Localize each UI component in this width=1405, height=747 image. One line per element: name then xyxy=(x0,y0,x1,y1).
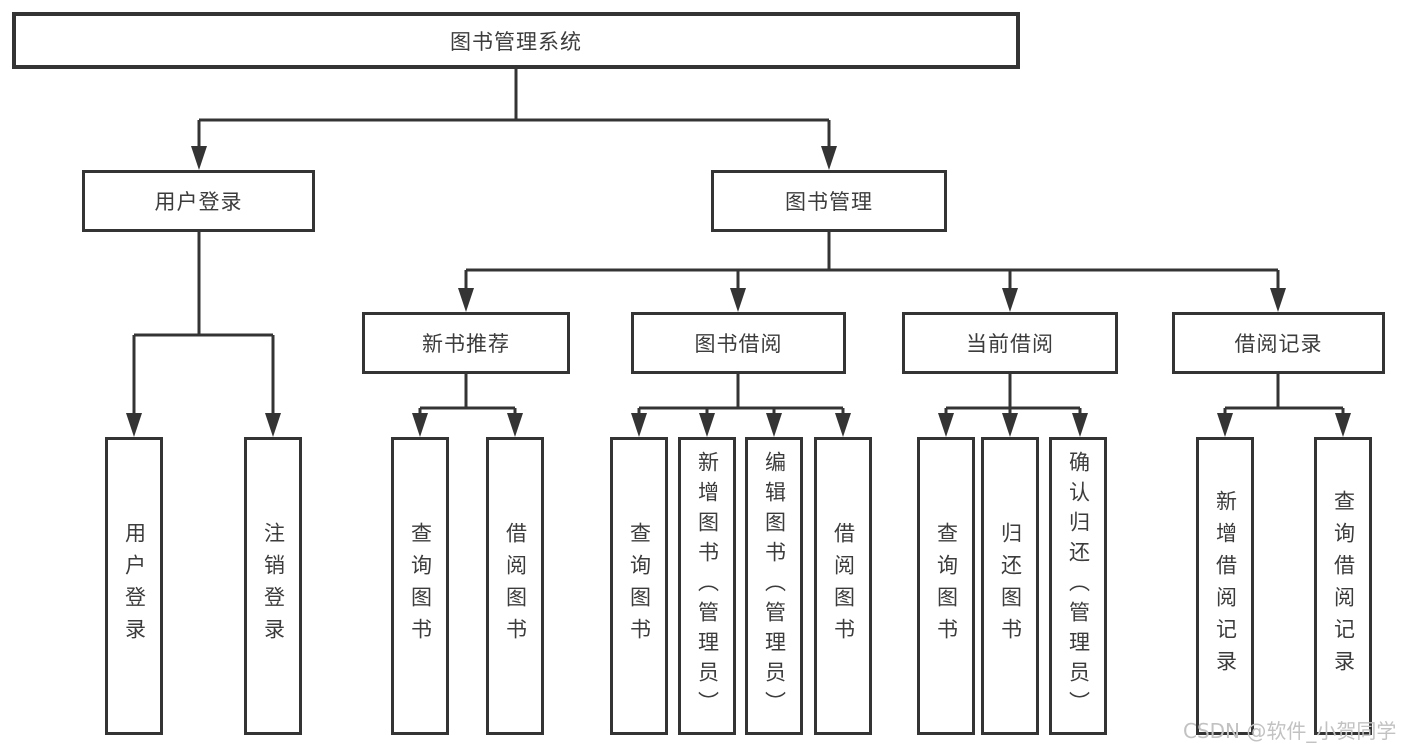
borrow-record-label: 借阅记录 xyxy=(1234,332,1323,356)
leaf-borrow-borrow-books-label: 借阅图书 xyxy=(831,522,856,650)
leaf-record-query-borrow-record-label: 查询借阅记录 xyxy=(1331,490,1356,682)
leaf-user-login-label: 用户登录 xyxy=(122,522,147,650)
root-node-library-management-system: 图书管理系统 xyxy=(12,12,1020,69)
leaf-recommend-borrow-books: 借阅图书 xyxy=(486,437,544,735)
leaf-borrow-edit-books-admin: 编辑图书（管理员） xyxy=(745,437,803,735)
current-borrow-node: 当前借阅 xyxy=(902,312,1118,374)
root-node-label: 图书管理系统 xyxy=(450,29,582,54)
book-management-node: 图书管理 xyxy=(711,170,947,232)
book-management-node-label: 图书管理 xyxy=(785,190,873,214)
leaf-user-login: 用户登录 xyxy=(105,437,163,735)
leaf-logout-login: 注销登录 xyxy=(244,437,302,735)
borrow-record-node: 借阅记录 xyxy=(1172,312,1385,374)
user-login-node-label: 用户登录 xyxy=(154,190,243,214)
leaf-recommend-query-books: 查询图书 xyxy=(391,437,449,735)
leaf-current-return-books: 归还图书 xyxy=(981,437,1039,735)
new-book-recommend-label: 新书推荐 xyxy=(422,332,510,356)
leaf-borrow-add-books-admin: 新增图书（管理员） xyxy=(678,437,736,735)
book-borrow-label: 图书借阅 xyxy=(694,332,783,356)
leaf-borrow-query-books-label: 查询图书 xyxy=(627,522,652,650)
leaf-current-confirm-return-admin: 确认归还（管理员） xyxy=(1049,437,1107,735)
leaf-record-query-borrow-record: 查询借阅记录 xyxy=(1314,437,1372,735)
leaf-record-add-borrow-record: 新增借阅记录 xyxy=(1196,437,1254,735)
leaf-borrow-query-books: 查询图书 xyxy=(610,437,668,735)
leaf-current-query-books: 查询图书 xyxy=(917,437,975,735)
leaf-borrow-edit-books-admin-label: 编辑图书（管理员） xyxy=(762,451,787,721)
leaf-borrow-add-books-admin-label: 新增图书（管理员） xyxy=(695,451,720,721)
leaf-record-add-borrow-record-label: 新增借阅记录 xyxy=(1213,490,1238,682)
leaf-recommend-query-books-label: 查询图书 xyxy=(408,522,433,650)
new-book-recommend-node: 新书推荐 xyxy=(362,312,570,374)
leaf-current-query-books-label: 查询图书 xyxy=(934,522,959,650)
book-borrow-node: 图书借阅 xyxy=(631,312,846,374)
leaf-borrow-borrow-books: 借阅图书 xyxy=(814,437,872,735)
user-login-node: 用户登录 xyxy=(82,170,315,232)
leaf-current-confirm-return-admin-label: 确认归还（管理员） xyxy=(1066,451,1091,721)
leaf-recommend-borrow-books-label: 借阅图书 xyxy=(503,522,528,650)
current-borrow-label: 当前借阅 xyxy=(966,332,1054,356)
leaf-logout-login-label: 注销登录 xyxy=(261,522,286,650)
leaf-current-return-books-label: 归还图书 xyxy=(998,522,1023,650)
